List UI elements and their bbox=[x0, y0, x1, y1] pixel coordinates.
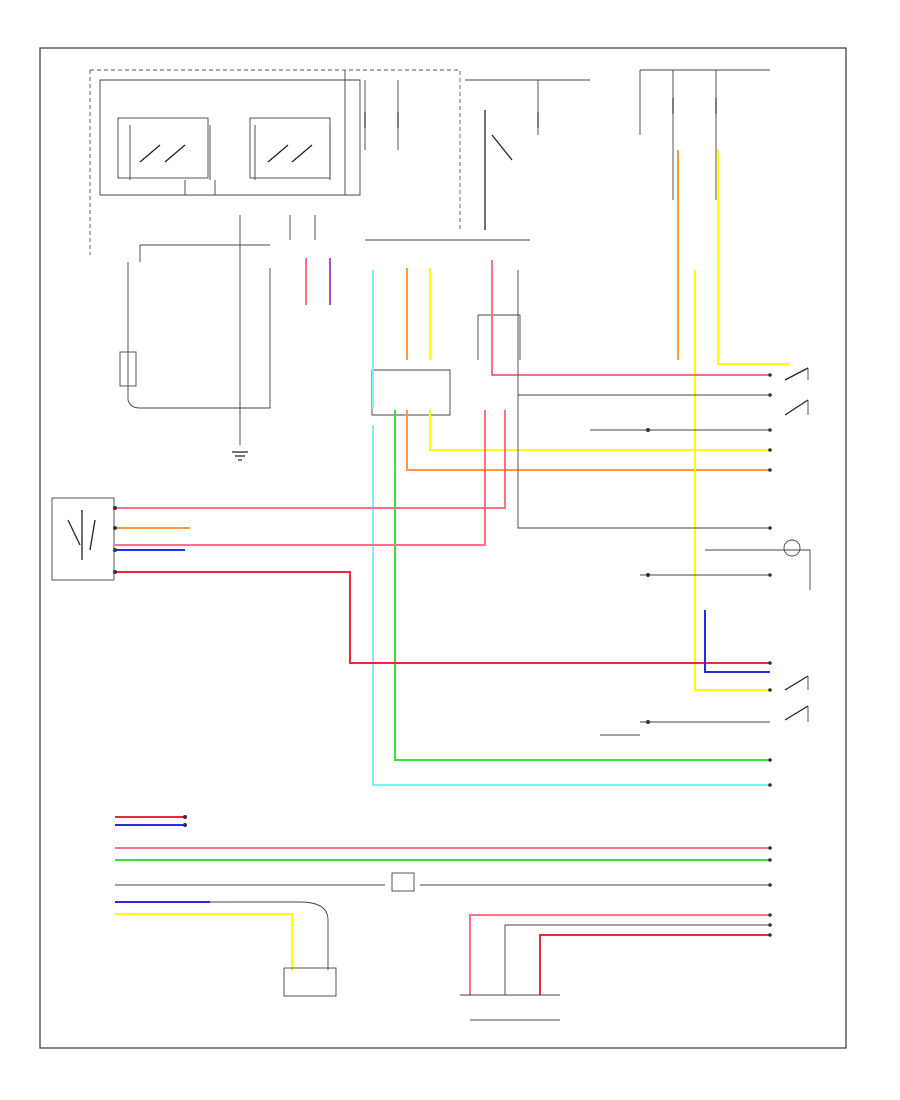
wire-light-blue bbox=[372, 270, 770, 786]
control-block-left bbox=[119, 215, 331, 461]
lamp-icon bbox=[783, 539, 801, 557]
left-switch-module bbox=[51, 497, 117, 581]
right-connectors bbox=[646, 373, 772, 787]
bottom-section bbox=[115, 815, 772, 1021]
wire-green bbox=[394, 410, 770, 761]
wire-red bbox=[115, 571, 770, 664]
module-icon bbox=[119, 351, 137, 387]
relay-icon bbox=[139, 144, 186, 163]
wire-yellow bbox=[429, 150, 790, 691]
right-switches bbox=[783, 367, 809, 722]
fuse-icon bbox=[364, 98, 717, 128]
switch-icon bbox=[67, 510, 96, 560]
wire-bottom-red-2 bbox=[539, 934, 770, 995]
wire-blue-right bbox=[704, 610, 770, 673]
module-icon bbox=[283, 967, 337, 997]
diagram-frame bbox=[39, 47, 847, 1049]
fuse-relay-box bbox=[89, 69, 770, 255]
switch-icon bbox=[484, 110, 513, 230]
switch-icon bbox=[784, 675, 809, 721]
ground-icon bbox=[232, 451, 248, 461]
wire-pink bbox=[115, 260, 770, 546]
wire-bottom-pink-2 bbox=[469, 914, 770, 995]
switch-icon bbox=[784, 367, 809, 416]
relay-icon bbox=[267, 144, 313, 163]
connector-icon bbox=[391, 872, 415, 892]
wire-orange bbox=[406, 150, 770, 471]
wire-gray bbox=[517, 270, 811, 590]
wire-bottom-yellow bbox=[115, 913, 293, 970]
junction-block bbox=[365, 239, 530, 416]
